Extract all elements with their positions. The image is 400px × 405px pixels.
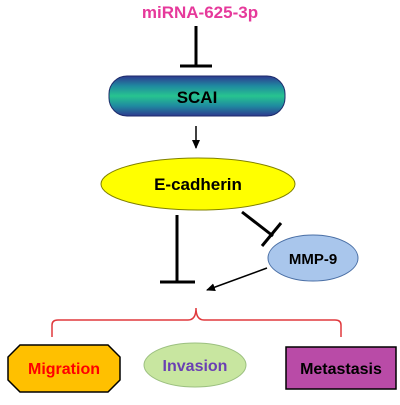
migration-node: Migration	[7, 344, 121, 393]
mmp9-node: MMP-9	[267, 234, 359, 282]
arrow-mmp9-outcomes	[206, 267, 268, 292]
ecadherin-label: E-cadherin	[154, 175, 242, 194]
invasion-label: Invasion	[163, 358, 228, 375]
mmp9-label: MMP-9	[289, 251, 337, 268]
ecadherin-node: E-cadherin	[100, 157, 296, 211]
metastasis-label: Metastasis	[300, 361, 382, 378]
metastasis-node: Metastasis	[285, 346, 397, 390]
inhibition-ecadherin-mmp9	[241, 210, 283, 247]
migration-label: Migration	[28, 361, 100, 378]
scai-node: SCAI	[108, 75, 286, 117]
inhibition-mirna-scai	[180, 26, 212, 68]
scai-label: SCAI	[177, 88, 218, 107]
invasion-node: Invasion	[143, 342, 247, 388]
outcome-bracket	[51, 307, 342, 337]
inhibition-ecadherin-outcomes	[160, 215, 195, 284]
mirna-label: miRNA-625-3p	[142, 3, 258, 22]
